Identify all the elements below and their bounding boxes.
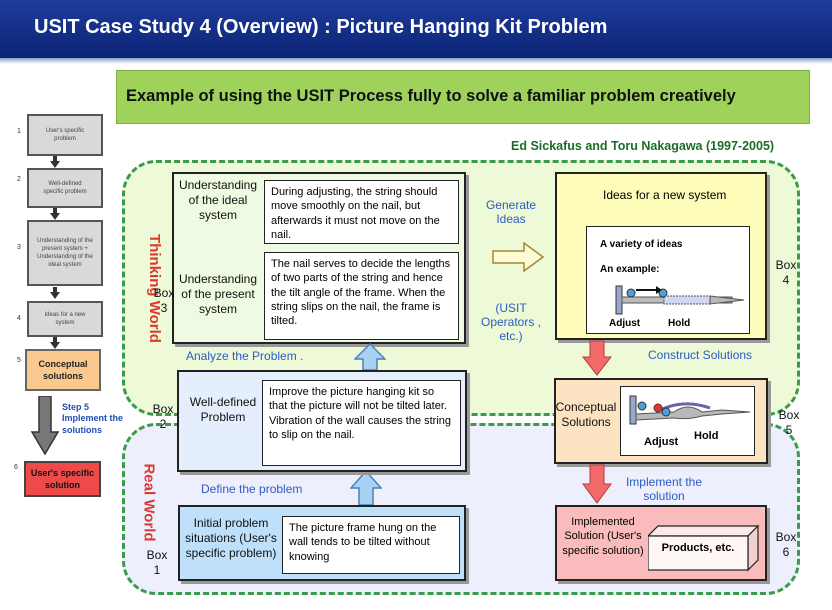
- flow-arrow-3: [50, 287, 60, 299]
- box3-label: Box 3: [153, 286, 175, 315]
- down-arrow-4-to-5: [582, 340, 612, 376]
- present-system-text: The nail serves to decide the lengths of…: [264, 252, 459, 340]
- ideas-panel: [586, 226, 750, 334]
- present-system-label: Understanding of the present system: [178, 272, 258, 316]
- concept-hold-label: Hold: [694, 430, 719, 442]
- up-arrow-1-to-2: [350, 470, 382, 506]
- flow-step-1: User's specific problem: [27, 114, 103, 156]
- step-number-5: 5: [17, 357, 21, 364]
- product-box-icon: [648, 524, 760, 572]
- idea-adjust-label: Adjust: [609, 318, 641, 329]
- step-number-3: 3: [17, 244, 21, 251]
- box6-label: Box 6: [775, 530, 797, 559]
- flow-step-2: Well-defined specific problem: [27, 168, 103, 208]
- page-title: USIT Case Study 4 (Overview) : Picture H…: [34, 16, 608, 38]
- flow-step-6: User's specific solution: [24, 461, 101, 497]
- implement-caption: Implement the solution: [625, 475, 703, 503]
- right-arrow-to-box4: [492, 242, 544, 272]
- step-number-6: 6: [14, 464, 18, 471]
- flow-arrow-1: [50, 156, 60, 168]
- box5-label: Box 5: [778, 408, 800, 437]
- initial-situation-text: The picture frame hung on the wall tends…: [282, 516, 460, 574]
- flow-arrow-4: [50, 337, 60, 349]
- authors-credit: Ed Sickafus and Toru Nakagawa (1997-2005…: [511, 139, 775, 153]
- header-bar: [0, 0, 832, 58]
- construct-caption: Construct Solutions: [648, 348, 753, 362]
- up-arrow-2-to-3: [354, 343, 386, 371]
- flow-arrow-2: [50, 208, 60, 220]
- flow-arrow-5: [30, 396, 60, 456]
- step-number-2: 2: [17, 176, 21, 183]
- step-number-4: 4: [17, 315, 21, 322]
- generate-ideas-label: Generate Ideas: [485, 198, 537, 226]
- conceptual-label: Conceptual Solutions: [555, 400, 617, 429]
- analyze-caption: Analyze the Problem .: [186, 349, 304, 363]
- define-caption: Define the problem: [201, 482, 303, 496]
- real-world-label: Real World: [140, 463, 158, 542]
- idea-hold-label: Hold: [668, 318, 691, 329]
- down-arrow-5-to-6: [582, 464, 612, 504]
- subtitle-text: Example of using the USIT Process fully …: [126, 87, 736, 105]
- products-text: Products, etc.: [661, 542, 735, 554]
- ideal-system-label: Understanding of the ideal system: [178, 178, 258, 222]
- step-number-1: 1: [17, 128, 21, 135]
- flow-step-4: Ideas for a new system: [27, 301, 103, 337]
- implemented-label: Implemented Solution (User's specific so…: [562, 516, 644, 557]
- example-text: An example:: [600, 264, 660, 275]
- header-shadow: [0, 58, 832, 64]
- nail-sketch-idea: [615, 285, 745, 315]
- concept-adjust-label: Adjust: [644, 436, 679, 448]
- box4-label: Box 4: [775, 258, 797, 287]
- flow-step-3: Understanding of the present system + Un…: [27, 220, 103, 286]
- well-defined-label: Well-defined Problem: [189, 395, 257, 424]
- initial-situation-label: Initial problem situations (User's speci…: [185, 516, 277, 560]
- nail-sketch-concept: [629, 395, 751, 425]
- subtitle-banner: [116, 70, 810, 124]
- box1-label: Box 1: [146, 548, 168, 577]
- box2-label: Box 2: [152, 402, 174, 431]
- step5-note: Step 5 Implement the solutions: [62, 402, 124, 435]
- well-defined-text: Improve the picture hanging kit so that …: [262, 380, 461, 466]
- concept-panel: [620, 386, 755, 456]
- flow-step-5: Conceptual solutions: [25, 349, 101, 391]
- variety-text: A variety of ideas: [600, 239, 683, 250]
- usit-operators-label: (USIT Operators , etc.): [480, 301, 542, 343]
- ideas-title: Ideas for a new system: [603, 188, 727, 202]
- ideal-system-text: During adjusting, the string should move…: [264, 180, 459, 244]
